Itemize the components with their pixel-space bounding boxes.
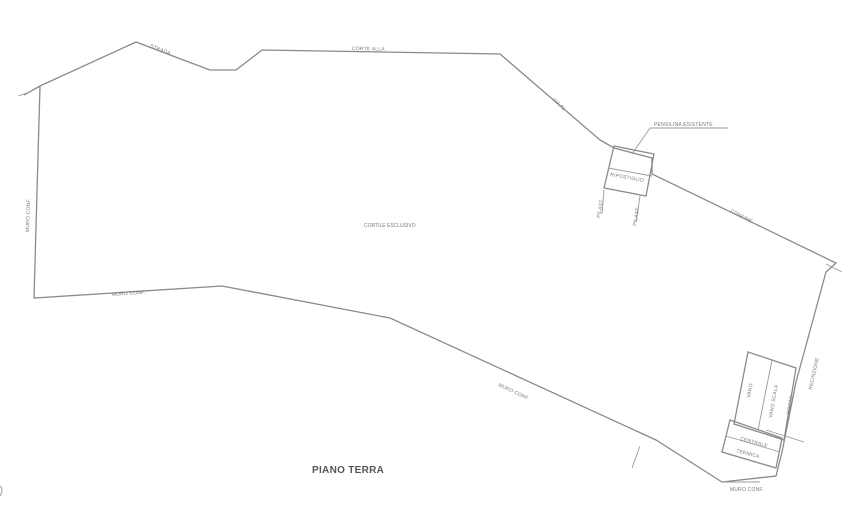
lot-outline <box>23 41 838 483</box>
kiosk-rectangle <box>603 145 655 197</box>
kiosk-left-label: PILAST. <box>596 198 605 218</box>
callout-label: PENSILINA ESISTENTE <box>654 122 713 128</box>
lot-right-tick <box>825 263 843 273</box>
edge-label-left-vertical: MURO CONF. <box>25 198 32 232</box>
area-label: CORTILE ESCLUSIVO <box>364 223 416 229</box>
edge-label-right-diag: CONFINE <box>729 208 753 224</box>
edge-label-top: CORTE ALLA <box>352 46 385 53</box>
boiler-leader <box>765 429 805 443</box>
boiler-box-divider <box>725 435 781 453</box>
edge-label-bottom-diag: MURO CONF. <box>497 382 530 402</box>
stair-box <box>733 351 797 441</box>
box-e-label: TERMICA <box>735 448 760 460</box>
box-a-label: VANO <box>746 383 754 398</box>
box-d-label: CENTRALE <box>739 436 768 449</box>
edge-label-bottom-left: MURO CONF. <box>112 290 146 298</box>
stair-box-divider <box>757 359 773 431</box>
bottom-tick <box>631 445 641 469</box>
edge-label-bottom-right: MURO CONF. <box>730 487 764 493</box>
edge-label-top-left: STRADA <box>149 43 172 57</box>
box-c-label: POZZO <box>786 395 795 414</box>
kiosk-pillar-left <box>601 189 605 215</box>
kiosk-right-label: PILAST. <box>632 206 641 226</box>
lot-corner-tick <box>17 91 31 97</box>
callout-leader <box>631 127 651 155</box>
kiosk-label: RIPOSTIGLIO <box>610 172 645 184</box>
boiler-box <box>721 419 783 469</box>
floor-title: PIANO TERRA <box>312 465 384 476</box>
box-b-label: VANO SCALA <box>768 384 780 419</box>
kiosk-inner-line <box>607 167 653 177</box>
kiosk-pillar-right <box>635 195 641 223</box>
edge-mark <box>0 485 3 497</box>
edge-label-top-right-diag: VIA AL <box>551 97 567 112</box>
edge-label-right-vertical: RECINZIONE <box>808 357 821 391</box>
